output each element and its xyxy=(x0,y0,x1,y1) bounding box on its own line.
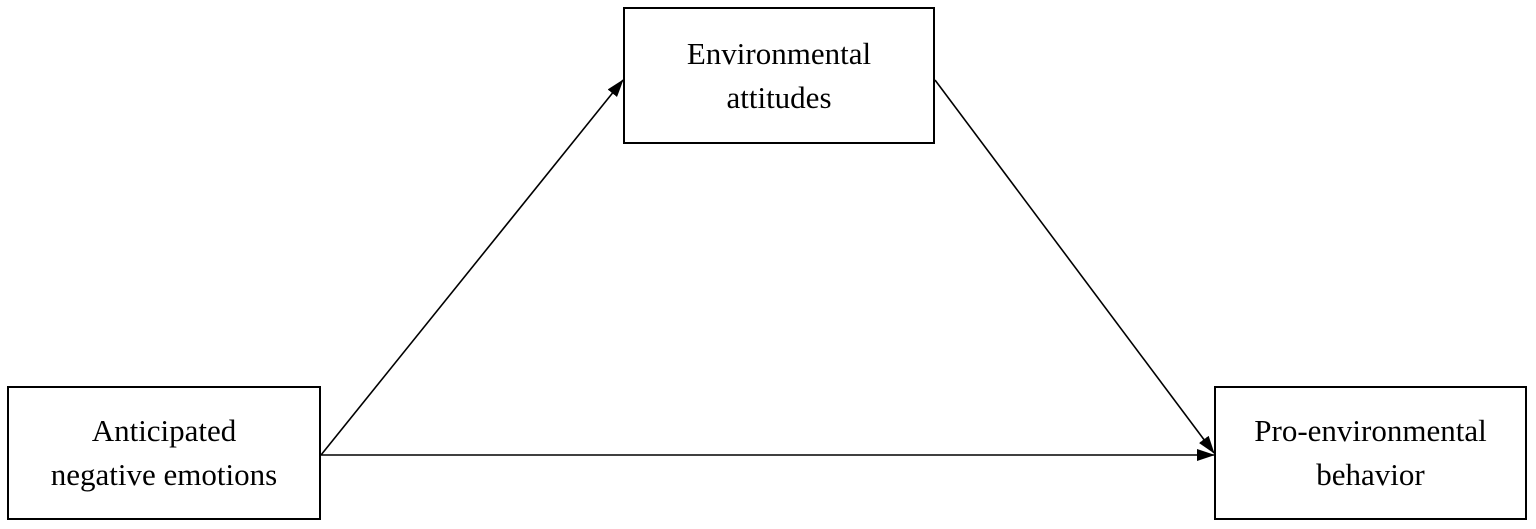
node-label-line: behavior xyxy=(1316,457,1425,492)
node-environmental-attitudes: Environmental attitudes xyxy=(623,7,935,144)
node-label-line: negative emotions xyxy=(50,457,278,492)
node-label-line: Pro-environmental xyxy=(1254,413,1487,448)
node-anticipated-negative-emotions: Anticipated negative emotions xyxy=(7,386,321,520)
arrow-emotions-to-attitudes xyxy=(320,79,624,456)
node-label-line: attitudes xyxy=(726,79,832,115)
node-pro-environmental-behavior: Pro-environmental behavior xyxy=(1214,386,1527,520)
arrow-attitudes-to-behavior xyxy=(934,79,1215,454)
node-label-line: Anticipated xyxy=(91,413,237,448)
node-label-line: Environmental xyxy=(686,35,872,71)
